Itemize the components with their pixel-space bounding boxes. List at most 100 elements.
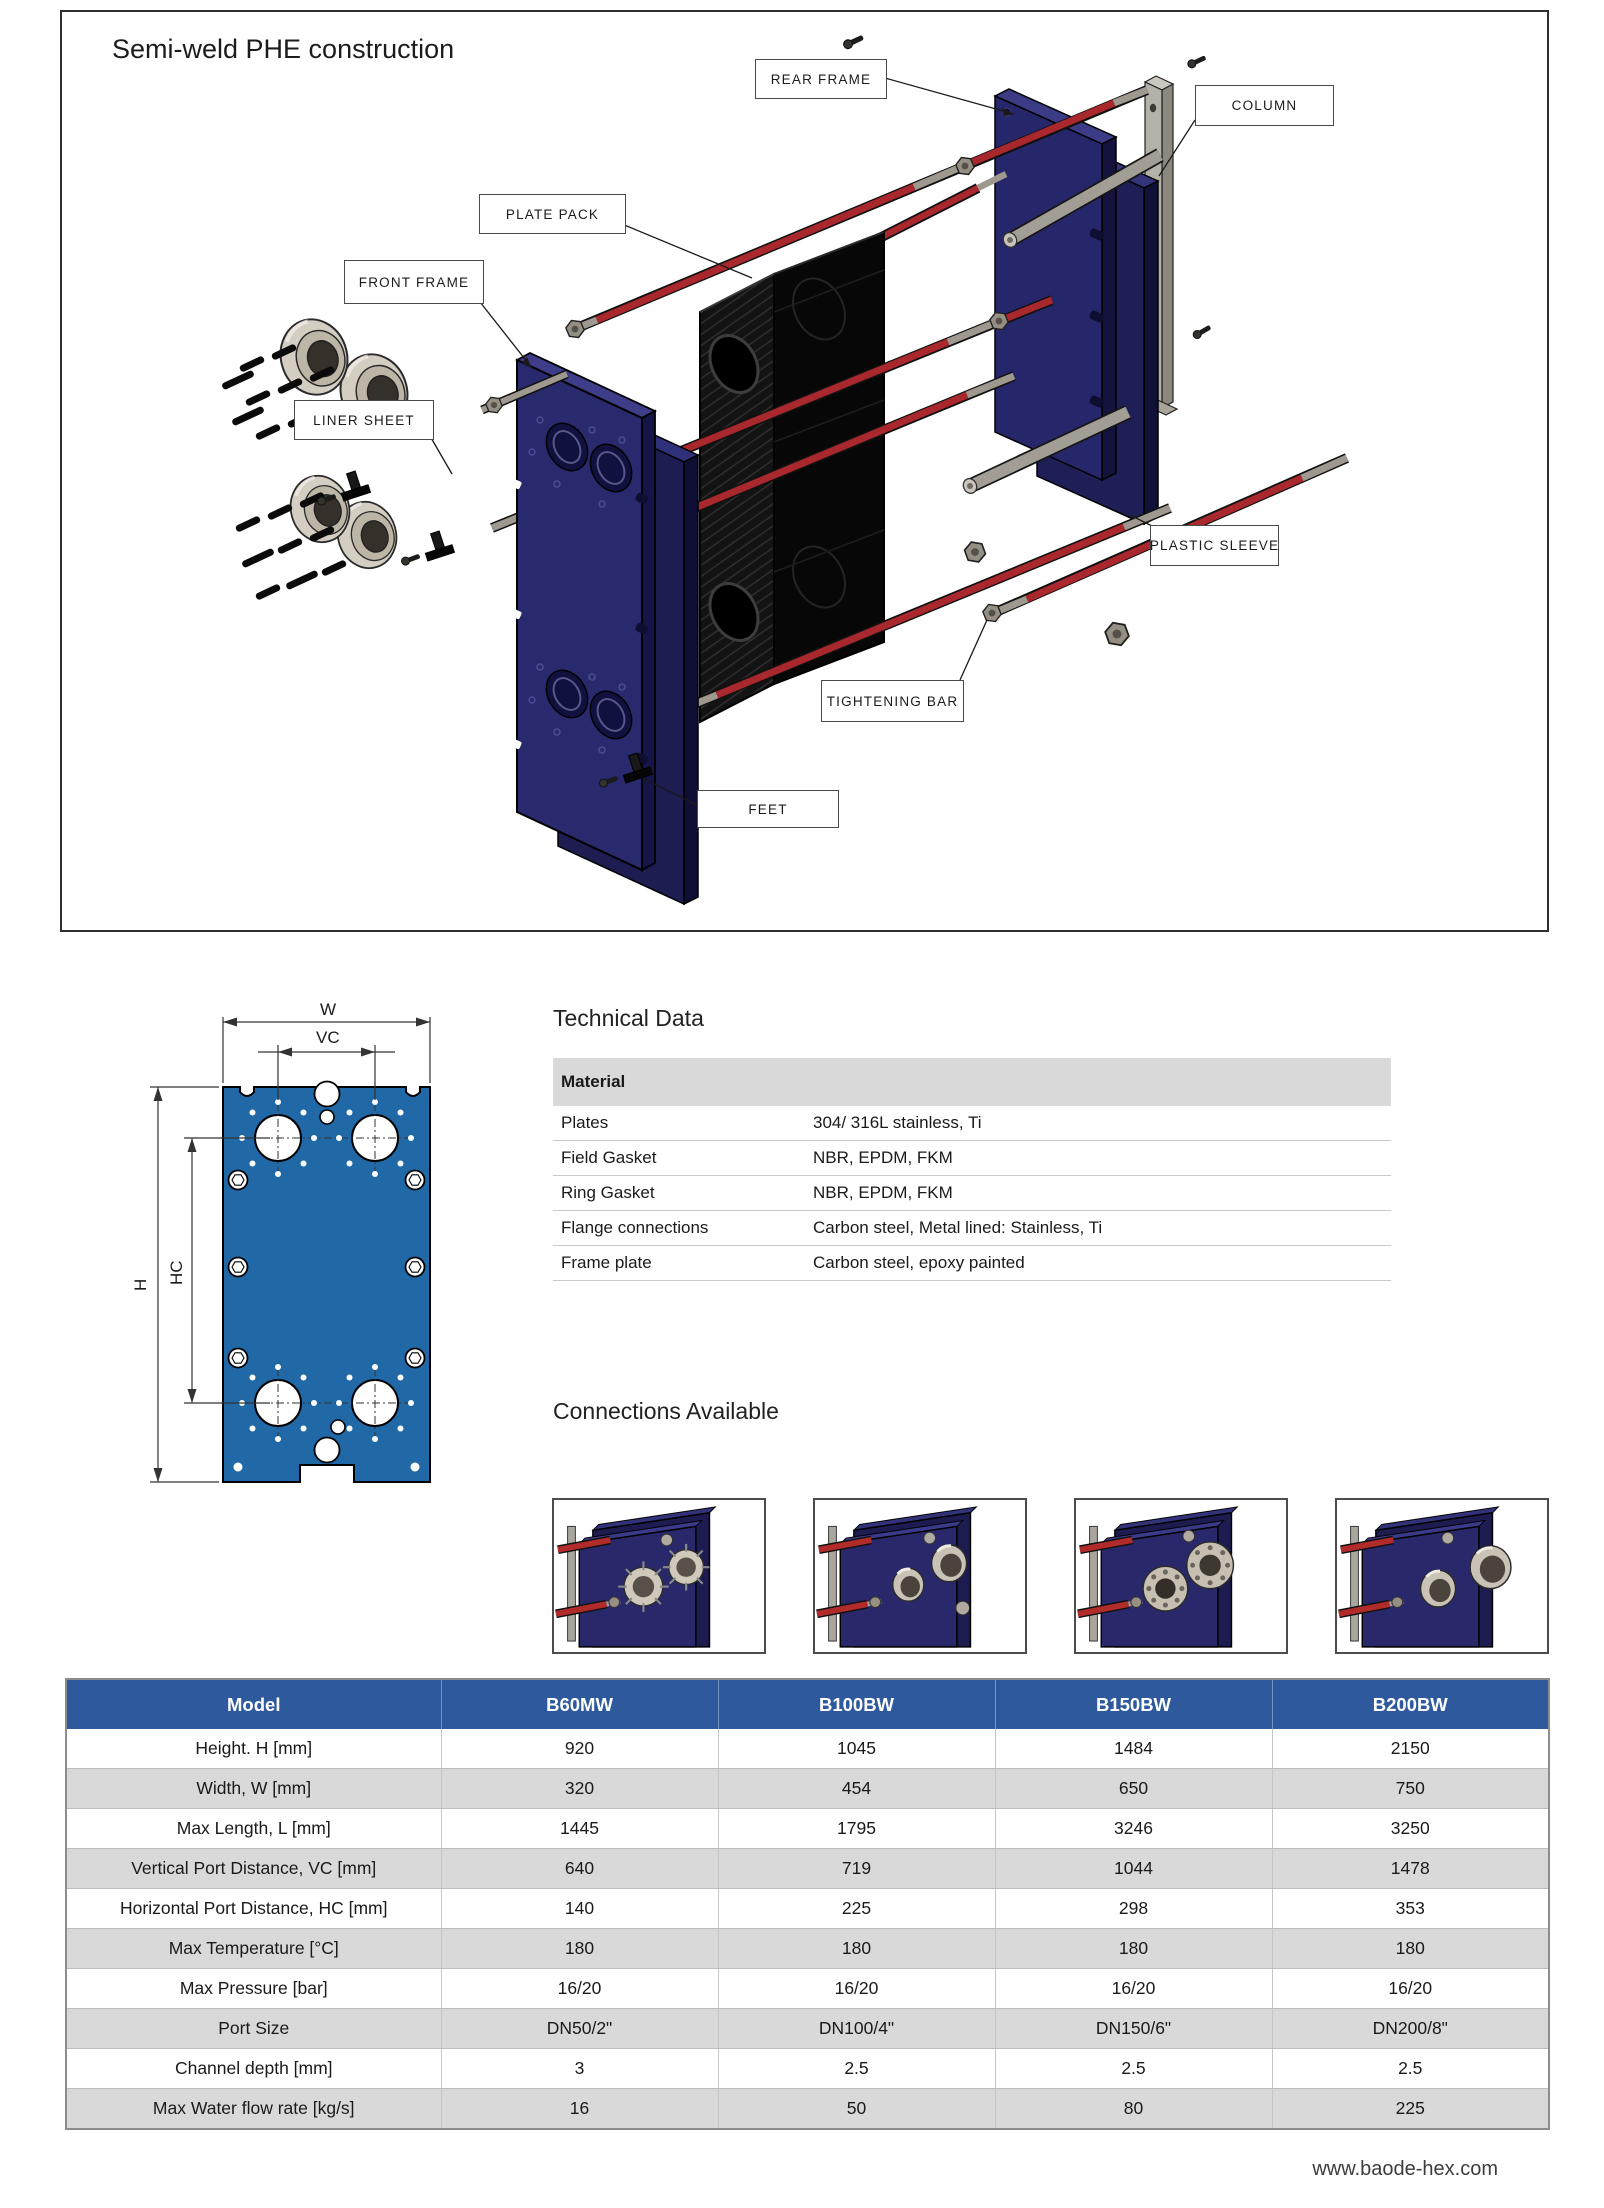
spec-col-b150bw: B150BW [994, 1679, 1272, 1729]
material-row: Frame plate Carbon steel, epoxy painted [553, 1246, 1391, 1281]
spec-cell: 180 [994, 1928, 1272, 1969]
large-pipe-port [1419, 1545, 1512, 1608]
spec-row: Vertical Port Distance, VC [mm] 640 719 … [66, 1848, 1549, 1889]
plate-pack-part [699, 230, 885, 724]
spec-row: Max Temperature [°C] 180 180 180 180 [66, 1928, 1549, 1969]
spec-cell: 16/20 [717, 1968, 995, 2009]
material-row: Plates 304/ 316L stainless, Ti [553, 1106, 1391, 1141]
spec-cell: 1478 [1271, 1848, 1549, 1889]
spec-cell: 650 [994, 1768, 1272, 1809]
carrying-bar [859, 148, 1164, 494]
plate-dimension-drawing: W VC H HC [110, 995, 455, 1520]
spec-row-label: Max Pressure [bar] [66, 1968, 441, 2009]
material-label: Frame plate [561, 1253, 652, 1272]
specification-table: Model B60MW B100BW B150BW B200BW Height.… [65, 1678, 1550, 2130]
spec-cell: 920 [440, 1729, 718, 1769]
spec-row: Port Size DN50/2" DN100/4" DN150/6" DN20… [66, 2008, 1549, 2049]
spec-cell: 3250 [1271, 1808, 1549, 1849]
label-front-frame: FRONT FRAME [344, 260, 484, 304]
dim-h: H [131, 1279, 150, 1291]
spec-row: Channel depth [mm] 3 2.5 2.5 2.5 [66, 2048, 1549, 2089]
material-row: Field Gasket NBR, EPDM, FKM [553, 1141, 1391, 1176]
spec-row-label: Horizontal Port Distance, HC [mm] [66, 1888, 441, 1929]
spec-cell: 1484 [994, 1729, 1272, 1769]
spec-col-b200bw: B200BW [1271, 1679, 1549, 1729]
spec-row: Max Length, L [mm] 1445 1795 3246 3250 [66, 1808, 1549, 1849]
spec-col-b60mw: B60MW [440, 1679, 718, 1729]
plate-center-holes [233, 1080, 420, 1472]
footer-website: www.baode-hex.com [1312, 2158, 1498, 2180]
spec-row-label: Max Length, L [mm] [66, 1808, 441, 1849]
construction-diagram: Semi-weld PHE construction REAR FRAME CO… [60, 10, 1549, 932]
spec-cell: 180 [717, 1928, 995, 1969]
spec-header-row: Model B60MW B100BW B150BW B200BW [66, 1679, 1549, 1729]
spec-row: Horizontal Port Distance, HC [mm] 140 22… [66, 1888, 1549, 1929]
material-label: Plates [561, 1113, 609, 1132]
spec-cell: 1045 [717, 1729, 995, 1769]
dim-hc: HC [167, 1260, 186, 1285]
spec-cell: 2.5 [1271, 2048, 1549, 2089]
spec-row: Max Pressure [bar] 16/20 16/20 16/20 16/… [66, 1968, 1549, 2009]
technical-data-heading: Technical Data [553, 1005, 704, 1031]
material-value: NBR, EPDM, FKM [813, 1148, 953, 1167]
rear-frame-part [993, 88, 1118, 482]
technical-data-section: Technical Data Material Plates 304/ 316L… [553, 1005, 1391, 1281]
spec-col-b100bw: B100BW [717, 1679, 995, 1729]
spec-row-label: Max Water flow rate [kg/s] [66, 2088, 441, 2130]
spec-cell: 2150 [1271, 1729, 1549, 1769]
label-liner-sheet: LINER SHEET [294, 400, 434, 440]
spec-cell: 1044 [994, 1848, 1272, 1889]
spec-cell: 719 [717, 1848, 995, 1889]
spec-cell: 1795 [717, 1808, 995, 1849]
spec-cell: 2.5 [994, 2048, 1272, 2089]
spec-row-label: Channel depth [mm] [66, 2048, 441, 2089]
tie-bar-top [563, 85, 1149, 342]
spec-col-model: Model [66, 1679, 441, 1729]
spec-cell: 353 [1271, 1888, 1549, 1929]
spec-cell: 454 [717, 1768, 995, 1809]
spec-row-label: Width, W [mm] [66, 1768, 441, 1809]
spec-cell: DN100/4" [717, 2008, 995, 2049]
material-value: NBR, EPDM, FKM [813, 1183, 953, 1202]
leader-lines [429, 77, 1196, 807]
spec-cell: 225 [717, 1888, 995, 1929]
spec-cell: 750 [1271, 1768, 1549, 1809]
label-plate-pack: PLATE PACK [479, 194, 626, 234]
spec-cell: 180 [1271, 1928, 1549, 1969]
spec-cell: DN50/2" [440, 2008, 718, 2049]
label-column: COLUMN [1195, 85, 1334, 126]
exploded-view-illustration [221, 32, 1350, 906]
spec-cell: 1445 [440, 1808, 718, 1849]
label-feet: FEET [697, 790, 839, 828]
tie-bar-stub [480, 369, 569, 417]
material-table-header: Material [553, 1058, 1391, 1106]
spec-cell: 2.5 [717, 2048, 995, 2089]
label-rear-frame: REAR FRAME [755, 59, 887, 99]
spec-row: Width, W [mm] 320 454 650 750 [66, 1768, 1549, 1809]
connection-thumb-pipe [813, 1498, 1027, 1654]
spec-row: Max Water flow rate [kg/s] 16 50 80 225 [66, 2088, 1549, 2130]
spec-row-label: Max Temperature [°C] [66, 1928, 441, 1969]
connection-thumb-large-pipe [1335, 1498, 1549, 1654]
spec-row: Height. H [mm] 920 1045 1484 2150 [66, 1729, 1549, 1769]
pipe-port [892, 1544, 970, 1616]
plate-outline [222, 1086, 431, 1483]
spec-row-label: Port Size [66, 2008, 441, 2049]
dim-vc: VC [316, 1028, 340, 1047]
label-plastic-sleeve: PLASTIC SLEEVE [1150, 525, 1279, 566]
studded-port [618, 1543, 710, 1612]
spec-cell: 16/20 [994, 1968, 1272, 2009]
spec-cell: 640 [440, 1848, 718, 1889]
spec-cell: 320 [440, 1768, 718, 1809]
material-label: Flange connections [561, 1218, 709, 1237]
material-value: Carbon steel, Metal lined: Stainless, Ti [813, 1218, 1103, 1237]
dim-w: W [320, 1000, 336, 1019]
spec-cell: DN200/8" [1271, 2008, 1549, 2049]
spec-row-label: Height. H [mm] [66, 1729, 441, 1769]
material-row: Ring Gasket NBR, EPDM, FKM [553, 1176, 1391, 1211]
label-tightening-bar: TIGHTENING BAR [821, 680, 964, 722]
material-table: Material Plates 304/ 316L stainless, Ti … [553, 1058, 1391, 1281]
spec-cell: 3 [440, 2048, 718, 2089]
diagram-title: Semi-weld PHE construction [112, 34, 455, 64]
